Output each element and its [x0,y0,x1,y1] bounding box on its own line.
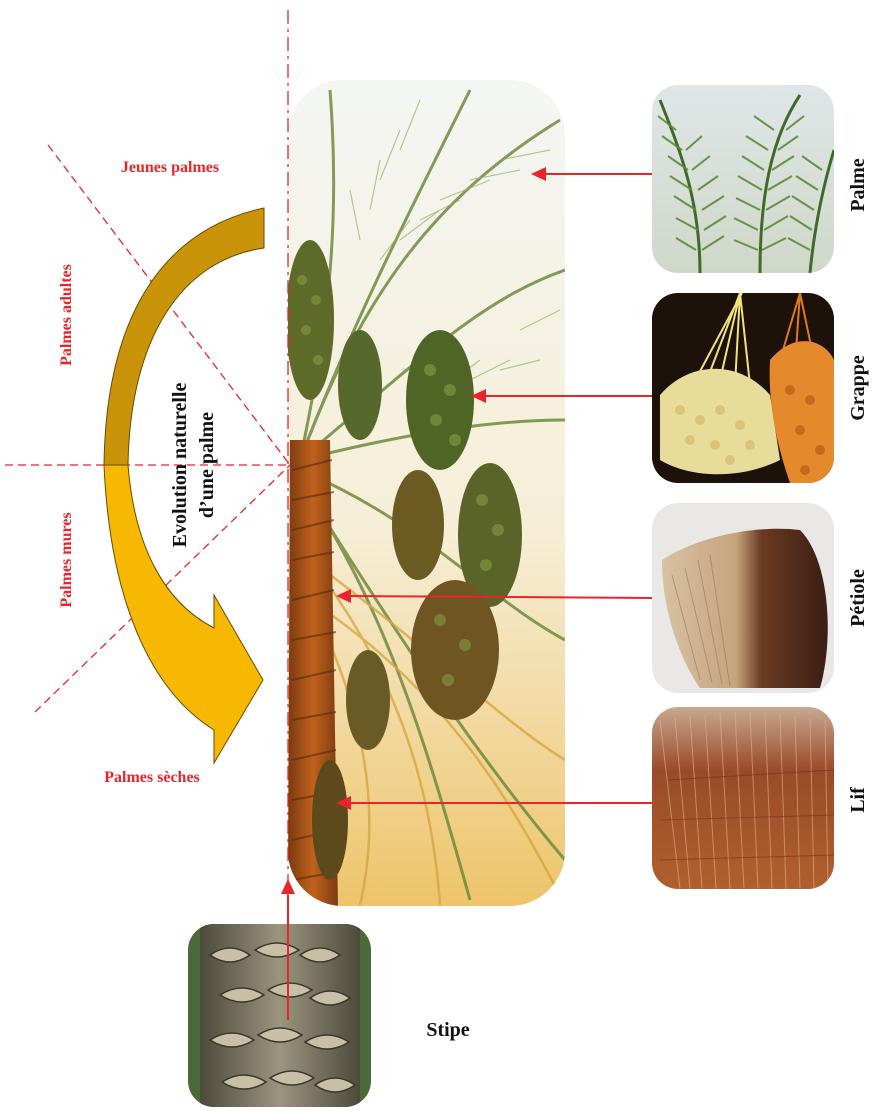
evolution-title-line2: d’une palme [196,412,218,518]
label-palmes-mures: Palmes mures [58,512,75,607]
part-label-lif: Lif [847,787,869,813]
petiole-photo [652,503,834,693]
palm-frond-photo [652,85,834,273]
part-label-palme: Palme [847,158,869,211]
evolution-title-line1: Evolution naturelle [169,383,191,548]
date-cluster-photo [652,293,834,483]
part-label-stipe: Stipe [426,1019,469,1041]
palm-trunk-photo [188,924,371,1107]
label-palmes-adultes: Palmes adultes [58,264,75,366]
part-label-grappe: Grappe [847,355,869,421]
part-label-petiole: Pétiole [847,569,869,627]
label-jeunes-palmes: Jeunes palmes [121,159,219,176]
date-palm-photo [286,80,565,906]
label-palmes-seches: Palmes sèches [104,769,200,786]
palm-fiber-photo [652,707,834,889]
